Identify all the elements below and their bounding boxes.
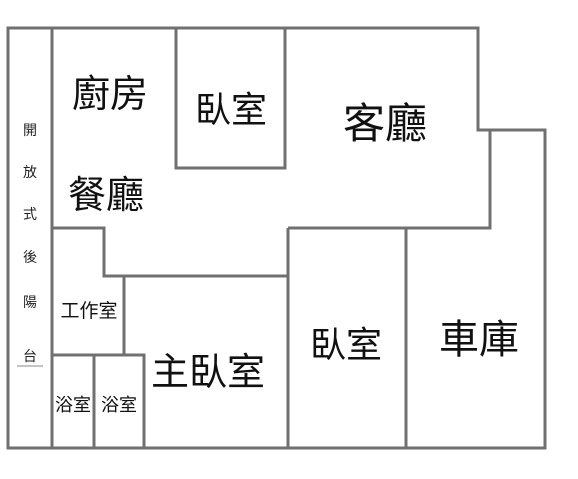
balcony-char-6: 台 bbox=[23, 349, 37, 365]
master-bedroom-label: 主臥室 bbox=[151, 350, 265, 394]
balcony-char-2: 放 bbox=[23, 165, 37, 181]
balcony-char-1: 開 bbox=[23, 123, 37, 139]
kitchen-label: 廚房 bbox=[72, 72, 148, 116]
bedroom-top-label: 臥室 bbox=[195, 90, 267, 131]
bathroom-2-label: 浴室 bbox=[101, 395, 137, 416]
balcony-char-5: 陽 bbox=[23, 295, 37, 311]
balcony-label: 開 放 式 後 陽 台 bbox=[17, 123, 43, 367]
living-lower-wall bbox=[288, 130, 492, 230]
bedroom-bottom-label: 臥室 bbox=[310, 325, 382, 366]
bathroom-block-walls bbox=[52, 353, 146, 448]
outer-wall bbox=[6, 26, 547, 450]
kitchen-dining-boundary bbox=[52, 226, 288, 278]
living-room-label: 客廳 bbox=[343, 99, 427, 148]
balcony-char-4: 後 bbox=[23, 250, 37, 266]
bathroom-1-label: 浴室 bbox=[55, 395, 91, 416]
balcony-char-3: 式 bbox=[23, 207, 37, 223]
dining-label: 餐廳 bbox=[68, 173, 144, 217]
garage-label: 車庫 bbox=[439, 317, 519, 363]
bedroom-top-walls bbox=[174, 28, 287, 170]
workroom-label: 工作室 bbox=[60, 300, 117, 322]
